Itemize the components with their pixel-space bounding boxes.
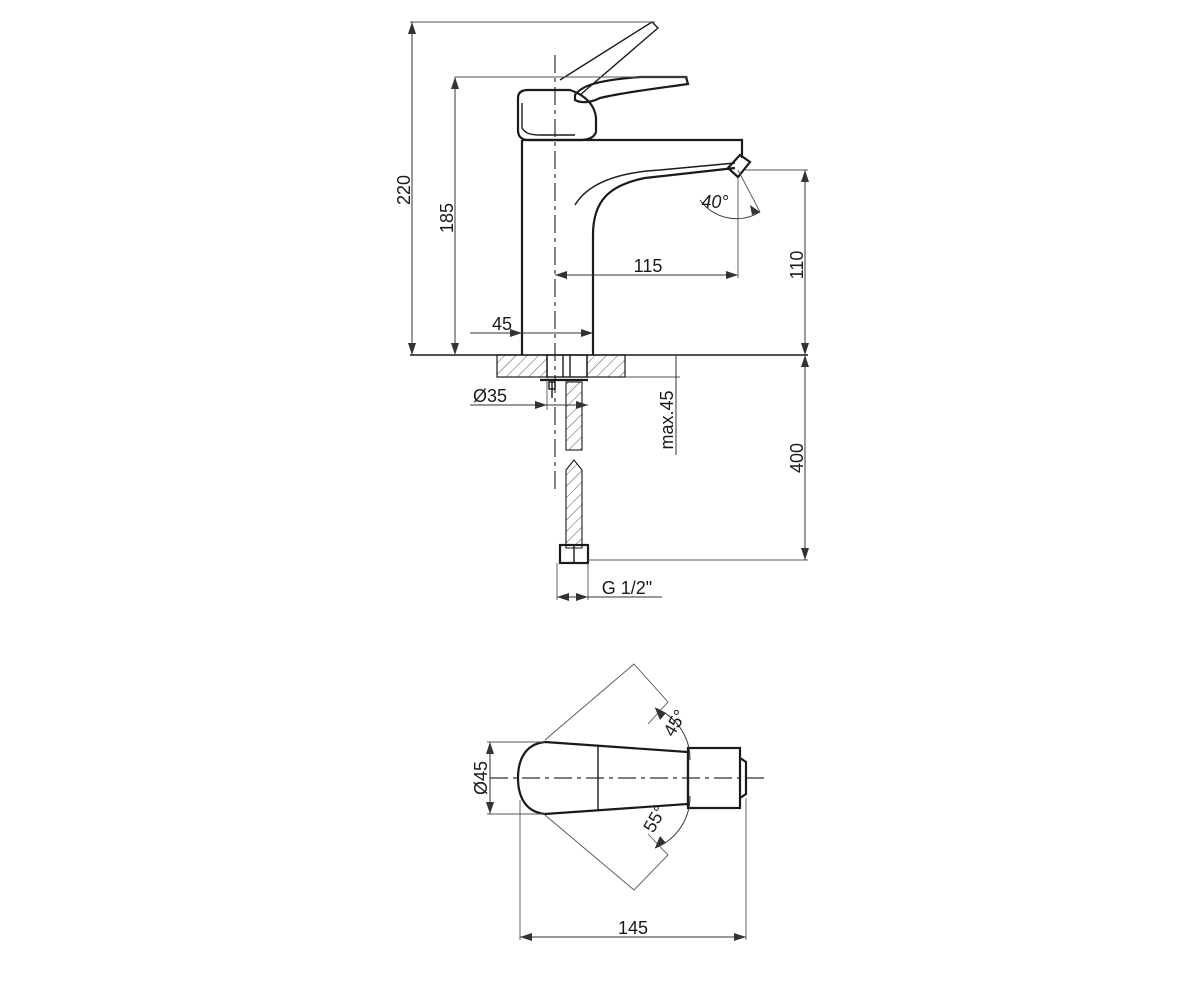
- arrow-g12-right: [576, 593, 588, 601]
- mount-core: [546, 354, 588, 378]
- label-base-diameter: Ø45: [471, 761, 491, 795]
- arrow-45-right: [581, 329, 593, 337]
- mount-nut: [548, 381, 556, 390]
- arrow-115-right: [726, 271, 738, 279]
- aerator: [726, 153, 752, 179]
- cartridge-head: [516, 88, 598, 142]
- faucet-body: [520, 140, 736, 355]
- arrow-145-left: [520, 933, 532, 941]
- label-max-thickness: max.45: [657, 390, 677, 449]
- label-body-height: 185: [437, 203, 457, 233]
- label-spout-reach: 115: [634, 256, 663, 276]
- arrow-220-bottom: [408, 343, 416, 355]
- arrow-145-right: [734, 933, 746, 941]
- arrow-110-bottom: [801, 343, 809, 355]
- spout-inner-line: [574, 162, 736, 206]
- mount-plate-left: [496, 354, 548, 378]
- arrow-115-left: [555, 271, 567, 279]
- arrow-110-top: [801, 170, 809, 182]
- label-total-height: 220: [394, 175, 414, 205]
- lever-closed: [573, 75, 690, 104]
- arrow-400-top: [801, 355, 809, 367]
- mount-plate-right: [586, 354, 626, 378]
- label-lever-angle-up: 45°: [659, 706, 690, 740]
- angle-ray-40: [737, 169, 761, 213]
- angle-arc-40: [699, 199, 761, 220]
- arrow-g12-left: [557, 593, 569, 601]
- arrow-55-arc: [655, 836, 666, 848]
- label-spout-angle: 40°: [701, 192, 728, 212]
- arrow-35-left: [535, 401, 547, 409]
- label-hole-diameter: Ø35: [473, 386, 507, 406]
- spout-end-top: [739, 757, 748, 799]
- arrow-40: [750, 205, 760, 215]
- arrow-185-top: [451, 77, 459, 89]
- label-connection: G 1/2": [602, 578, 652, 598]
- arrow-400-bottom: [801, 548, 809, 560]
- label-hose-length: 400: [787, 443, 807, 473]
- hose-upper: [565, 381, 583, 451]
- cartridge-inner: [521, 103, 575, 136]
- faucet-top: [522, 138, 744, 158]
- arrow-45-arc: [655, 708, 666, 720]
- label-body-offset: 45: [492, 314, 512, 334]
- arrow-220-top: [408, 22, 416, 34]
- arrow-d45-bottom: [486, 802, 494, 814]
- label-total-length: 145: [618, 918, 648, 938]
- arrow-d45-top: [486, 742, 494, 754]
- arrow-45-left: [510, 329, 522, 337]
- side-view: 220 185 110 115 40° 45: [394, 21, 809, 601]
- lever-open: [559, 21, 660, 96]
- label-spout-height: 110: [787, 251, 807, 280]
- top-view: 45° 55° Ø45 145: [471, 663, 765, 941]
- arrow-35-right: [576, 401, 588, 409]
- body-top-cylinder: [686, 746, 742, 810]
- arrow-185-bottom: [451, 343, 459, 355]
- hose-lower: [565, 459, 583, 549]
- lever-swing-left: [544, 663, 669, 741]
